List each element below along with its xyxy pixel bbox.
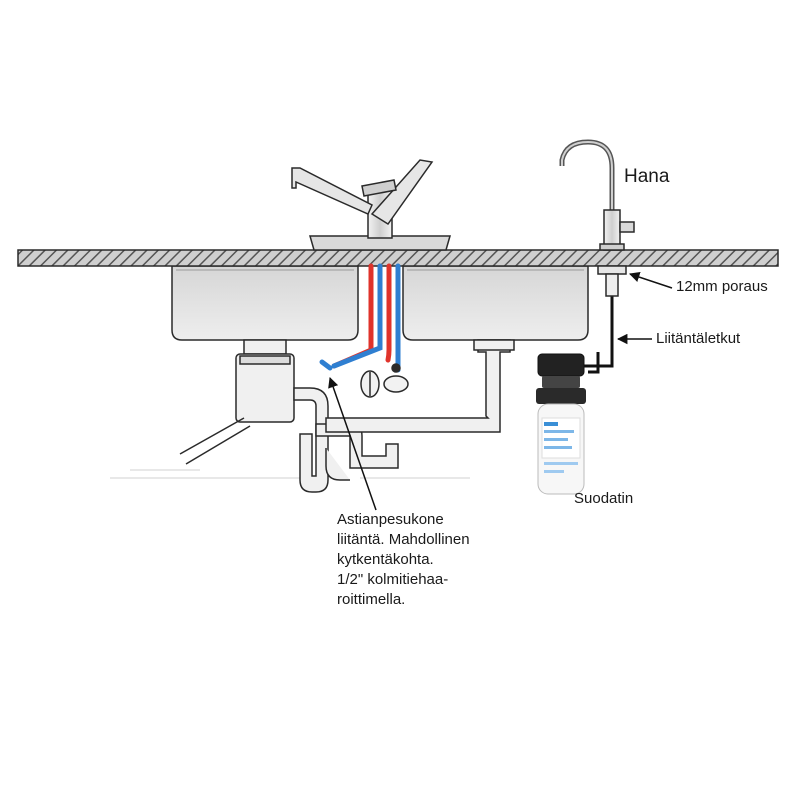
water-filter-icon — [536, 353, 586, 495]
drain-system — [235, 339, 515, 493]
label-dishwasher-note: Astianpesukone liitäntä. Mahdollinen kyt… — [337, 510, 470, 610]
mixer-faucet-icon — [291, 159, 451, 251]
label-filter: Suodatin — [574, 490, 634, 507]
note-line: 1/2" kolmitiehaa- — [337, 571, 449, 588]
note-line: Astianpesukone — [337, 511, 444, 528]
connection-hoses — [582, 296, 614, 374]
filter-tap-icon — [559, 139, 635, 297]
dishwasher-hose — [179, 417, 251, 465]
right-sink-basin — [402, 265, 589, 341]
note-line: kytkentäkohta. — [337, 551, 434, 568]
angle-valves — [360, 363, 409, 398]
label-arrows — [328, 272, 673, 511]
note-line: liitäntä. Mahdollinen — [337, 531, 470, 548]
note-line: roittimella. — [337, 591, 406, 608]
background-sketch-lines — [110, 469, 470, 479]
label-connection-hoses: Liitäntäletkut — [656, 330, 741, 347]
label-faucet: Hana — [624, 166, 670, 187]
label-drill-hole: 12mm poraus — [676, 278, 768, 295]
left-sink-basin — [171, 265, 359, 341]
supply-pipes — [319, 263, 401, 373]
